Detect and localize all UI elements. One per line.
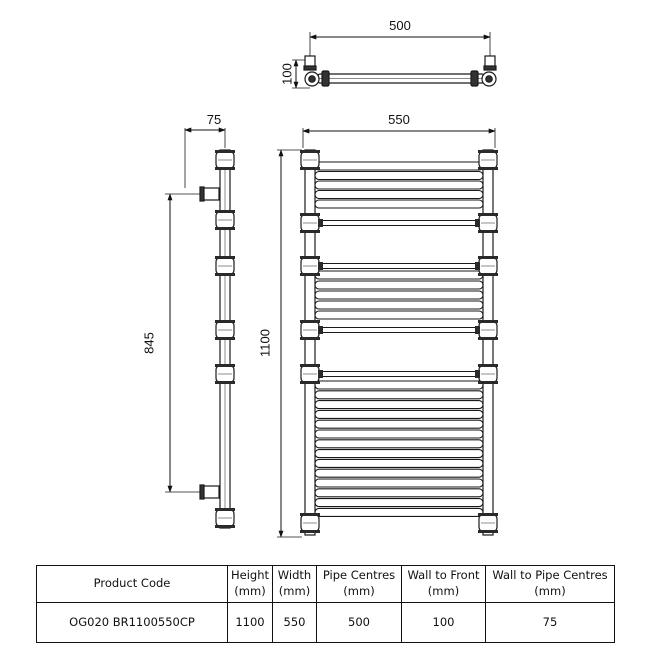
rail-connector (475, 326, 480, 334)
radiator-bar (314, 400, 484, 410)
front-right-joint (478, 320, 498, 340)
front-right-joint (478, 364, 498, 384)
radiator-bar (314, 290, 484, 300)
radiator-bar (314, 180, 484, 190)
header-product-code: Product Code (36, 565, 228, 603)
cell-pipe-centres: 500 (316, 602, 402, 643)
header-width: Width (mm) (272, 565, 317, 603)
specification-table: Product Code Height (mm) Width (mm) Pipe… (36, 565, 615, 643)
radiator-rail (314, 370, 484, 378)
radiator-bar (314, 507, 484, 517)
front-view-joints (300, 150, 498, 533)
side-joint (215, 508, 235, 528)
header-wall-to-front: Wall to Front (mm) (401, 565, 486, 603)
side-pipe-span-label: 845 (141, 332, 156, 354)
radiator-bar (314, 468, 484, 478)
cell-width: 550 (272, 602, 317, 643)
radiator-bar (314, 449, 484, 459)
rail-connector (318, 262, 323, 270)
front-left-joint (300, 256, 320, 276)
front-left-joint (300, 320, 320, 340)
front-width-label: 550 (388, 112, 410, 127)
radiator-bar (314, 419, 484, 429)
side-joint (215, 364, 235, 384)
front-left-joint (300, 150, 320, 170)
cell-wall-to-pipe-centres: 75 (485, 602, 615, 643)
header-wall-to-pipe-centres: Wall to Pipe Centres (mm) (485, 565, 615, 603)
radiator-bar (314, 390, 484, 400)
side-wall-to-pipe-label: 75 (207, 112, 221, 127)
radiator-bar (314, 170, 484, 181)
radiator-bar (314, 300, 484, 310)
radiator-bar (314, 189, 484, 200)
cell-product-code: OG020 BR1100550CP (36, 602, 228, 643)
side-joint (215, 320, 235, 340)
radiator-bar (314, 280, 484, 290)
rail-connector (475, 370, 480, 378)
front-right-joint (478, 213, 498, 233)
top-view (292, 32, 497, 89)
radiator-rail (314, 219, 484, 227)
cell-height: 1100 (227, 602, 273, 643)
radiator-bar (314, 161, 484, 171)
side-view-joints (215, 150, 235, 528)
side-joint (215, 150, 235, 170)
radiator-bar (314, 380, 484, 390)
radiator-bar (314, 458, 484, 468)
radiator-bar (314, 409, 484, 419)
header-height: Height (mm) (227, 565, 273, 603)
front-right-joint (478, 256, 498, 276)
radiator-bar (314, 270, 484, 280)
radiator-bar (314, 488, 484, 498)
front-height-label: 1100 (257, 329, 272, 357)
rail-connector (475, 219, 480, 227)
front-right-joint (478, 513, 498, 533)
front-right-joint (478, 150, 498, 170)
radiator-bar (314, 439, 484, 449)
radiator-bar (314, 199, 484, 209)
rail-connector (318, 219, 323, 227)
top-depth-label: 100 (279, 63, 294, 85)
radiator-bar (314, 478, 484, 488)
technical-drawing: 500 100 75 845 550 1100 (141, 18, 498, 538)
radiator-rail (314, 326, 484, 334)
rail-connector (318, 370, 323, 378)
table-row: OG020 BR1100550CP 1100 550 500 100 75 (36, 602, 615, 643)
front-left-joint (300, 364, 320, 384)
rail-connector (475, 262, 480, 270)
rail-connector (318, 326, 323, 334)
side-joint (215, 256, 235, 276)
front-view-bars (314, 161, 484, 517)
radiator-bar (314, 310, 484, 320)
radiator-rail (314, 262, 484, 270)
radiator-bar (314, 498, 484, 508)
radiator-bar (314, 429, 484, 439)
cell-wall-to-front: 100 (401, 602, 486, 643)
table-header-row: Product Code Height (mm) Width (mm) Pipe… (36, 565, 615, 603)
front-left-joint (300, 213, 320, 233)
side-joint (215, 210, 235, 230)
top-pipe-centres-label: 500 (389, 18, 411, 33)
header-pipe-centres: Pipe Centres (mm) (316, 565, 402, 603)
front-left-joint (300, 513, 320, 533)
